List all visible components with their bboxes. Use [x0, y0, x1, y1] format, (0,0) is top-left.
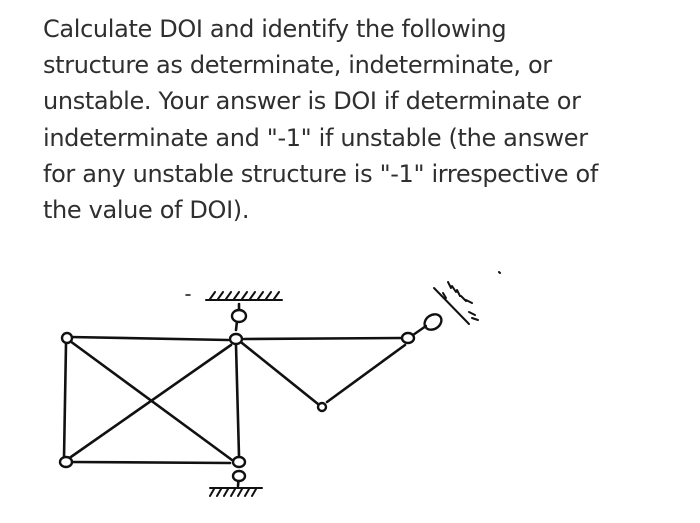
question-text: Calculate DOI and identify the following…	[43, 11, 683, 228]
hinge-nodes	[58, 308, 443, 483]
bottom-fixed-support	[209, 487, 263, 497]
question-line-6: the value of DOI).	[43, 196, 250, 225]
top-left-hinge	[60, 331, 74, 345]
top-fixed-support	[185, 291, 283, 301]
right-support-link	[411, 324, 428, 337]
question-line-3: unstable. Your answer is DOI if determin…	[43, 87, 581, 116]
stray-mark	[498, 271, 501, 274]
question-line-1: Calculate DOI and identify the following	[43, 15, 507, 43]
bottom-chord	[68, 460, 232, 465]
inclined-member-upper	[325, 343, 407, 404]
bottom-support-hinge	[231, 469, 247, 483]
middle-column	[234, 343, 241, 458]
inclined-support-hinge	[423, 313, 443, 331]
question-line-4: indeterminate and "-1" if unstable (the …	[43, 123, 588, 152]
top-hinge	[230, 308, 248, 324]
diagonal-up	[66, 343, 233, 461]
question-line-2: structure as determinate, indeterminate,…	[43, 51, 552, 80]
inclined-member-lower	[240, 341, 320, 406]
right-inclined-support	[433, 281, 479, 325]
left-column	[62, 342, 68, 460]
top-right-hinge	[400, 331, 416, 345]
top-middle-hinge	[228, 332, 244, 346]
inclined-member-hinge	[316, 401, 328, 413]
top-chord-right	[242, 336, 404, 341]
bottom-middle-hinge	[231, 455, 247, 469]
top-chord-left	[68, 335, 230, 342]
frame-members	[62, 302, 407, 488]
question-line-5: for any unstable structure is "-1" irres…	[43, 159, 598, 188]
bottom-left-hinge	[58, 455, 74, 469]
